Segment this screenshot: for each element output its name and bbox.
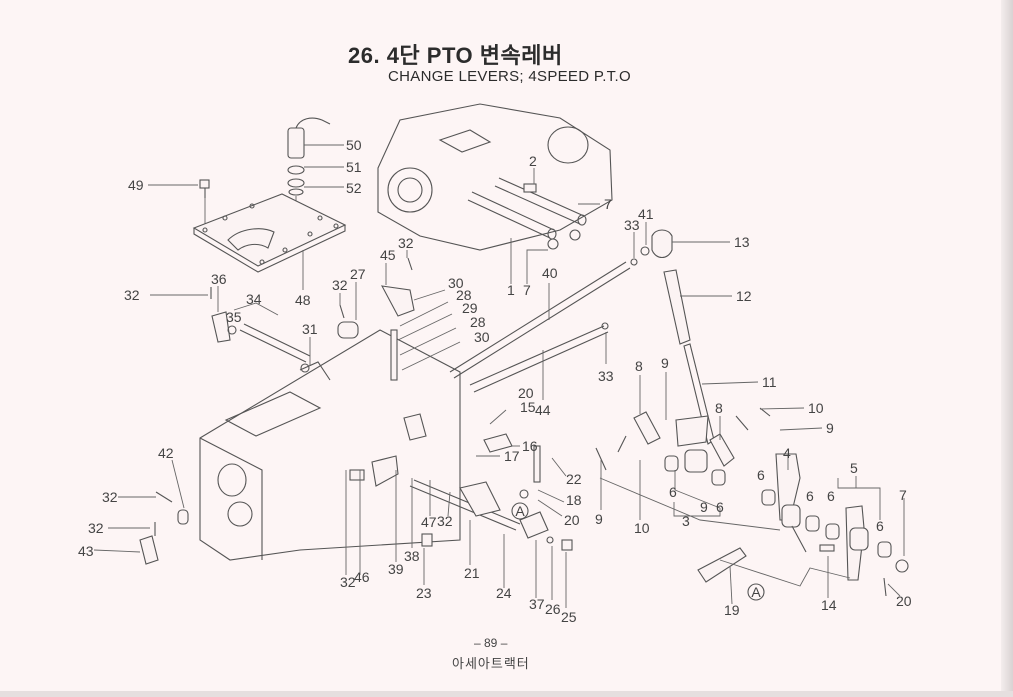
callout-label: 30	[474, 329, 490, 345]
callout-label: 35	[226, 309, 242, 325]
callout-label: 30	[448, 275, 464, 291]
callout-label: 20	[564, 512, 580, 528]
callout-labels: 50 51 52 49 48 32 36 34 35 31 32 27 45 3…	[78, 137, 912, 625]
callout-label: 6	[806, 488, 814, 504]
callout-label: 8	[715, 400, 723, 416]
reference-mark-label: A	[515, 503, 525, 519]
callout-label: 20	[896, 593, 912, 609]
callout-label: 41	[638, 206, 654, 222]
pto-switch-part	[287, 117, 331, 225]
callout-label: 2	[529, 153, 537, 169]
callout-label: 32	[332, 277, 348, 293]
callout-label: 18	[566, 492, 582, 508]
callout-label: 20	[518, 385, 534, 401]
callout-label: 13	[734, 234, 750, 250]
callout-label: 14	[821, 597, 837, 613]
callout-label: 9	[595, 511, 603, 527]
callout-label: 42	[158, 445, 174, 461]
callout-label: 12	[736, 288, 752, 304]
page-bottom-edge	[0, 691, 1013, 697]
callout-label: 31	[302, 321, 318, 337]
page-title: 26. 4단 PTO 변속레버	[348, 43, 563, 68]
callout-label: 7	[899, 487, 907, 503]
shift-rods-part	[467, 177, 587, 250]
callout-label: 1	[507, 282, 515, 298]
callout-label: 52	[346, 180, 362, 196]
callout-label: 51	[346, 159, 362, 175]
callout-label: 39	[388, 561, 404, 577]
callout-label: 5	[850, 460, 858, 476]
callout-label: 3	[682, 513, 690, 529]
callout-label: 19	[724, 602, 740, 618]
transmission-housing-part	[377, 103, 613, 251]
callout-label: 9	[661, 355, 669, 371]
callout-label: 38	[404, 548, 420, 564]
cover-plate-part	[192, 193, 347, 273]
callout-label: 4	[783, 445, 791, 461]
callout-label: 6	[669, 484, 677, 500]
callout-label: 8	[635, 358, 643, 374]
publisher-name: 아세아트랙터	[452, 656, 530, 671]
small-parts-left	[139, 257, 413, 565]
callout-label: 46	[354, 569, 370, 585]
callout-label: 48	[295, 292, 311, 308]
callout-label: 40	[542, 265, 558, 281]
reference-mark-a: A	[511, 502, 529, 520]
page-edge-shadow	[1001, 0, 1013, 697]
callout-label: 10	[634, 520, 650, 536]
callout-label: 33	[598, 368, 614, 384]
callout-label: 21	[464, 565, 480, 581]
callout-label: 47	[421, 514, 437, 530]
callout-label: 25	[561, 609, 577, 625]
callout-label: 37	[529, 596, 545, 612]
callout-label: 17	[504, 448, 520, 464]
page-subtitle: CHANGE LEVERS; 4SPEED P.T.O	[388, 68, 631, 85]
callout-label: 34	[246, 291, 262, 307]
callout-label: 32	[88, 520, 104, 536]
callout-label: 32	[102, 489, 118, 505]
callout-label: 28	[456, 287, 472, 303]
callout-label: 9	[826, 420, 834, 436]
callout-label: 32	[124, 287, 140, 303]
callout-label: 6	[757, 467, 765, 483]
callout-label: 49	[128, 177, 144, 193]
callout-label: 7	[523, 282, 531, 298]
callout-label: 6	[827, 488, 835, 504]
callout-label: 15	[520, 399, 536, 415]
callout-label: 28	[470, 314, 486, 330]
page-number: – 89 –	[474, 636, 508, 650]
reference-mark-label: A	[751, 584, 761, 600]
lever-knob-grip-part	[651, 229, 715, 445]
callout-label: 33	[624, 217, 640, 233]
callout-label: 50	[346, 137, 362, 153]
reference-mark-a: A	[747, 583, 765, 601]
callout-label: 23	[416, 585, 432, 601]
callout-label: 6	[876, 518, 884, 534]
callout-label: 6	[716, 499, 724, 515]
lever-assembly-part	[595, 407, 909, 597]
shifter-fork-parts	[211, 285, 573, 551]
callout-label: 22	[566, 471, 582, 487]
callout-label: 44	[535, 402, 551, 418]
callout-label: 32	[437, 513, 453, 529]
callout-label: 36	[211, 271, 227, 287]
callout-label: 26	[545, 601, 561, 617]
callout-label: 32	[398, 235, 414, 251]
callout-label: 32	[340, 574, 356, 590]
callout-label: 27	[350, 266, 366, 282]
callout-label: 45	[380, 247, 396, 263]
callout-label: 11	[762, 374, 777, 390]
callout-label: 16	[522, 438, 538, 454]
callout-label: 10	[808, 400, 824, 416]
callout-label: 29	[462, 300, 478, 316]
callout-label: 7	[604, 196, 612, 212]
leader-lines	[93, 144, 905, 608]
callout-label: 43	[78, 543, 94, 559]
callout-label: 24	[496, 585, 512, 601]
bolt-part	[199, 179, 210, 225]
callout-label: 9	[700, 499, 708, 515]
long-rods-part	[449, 246, 650, 393]
